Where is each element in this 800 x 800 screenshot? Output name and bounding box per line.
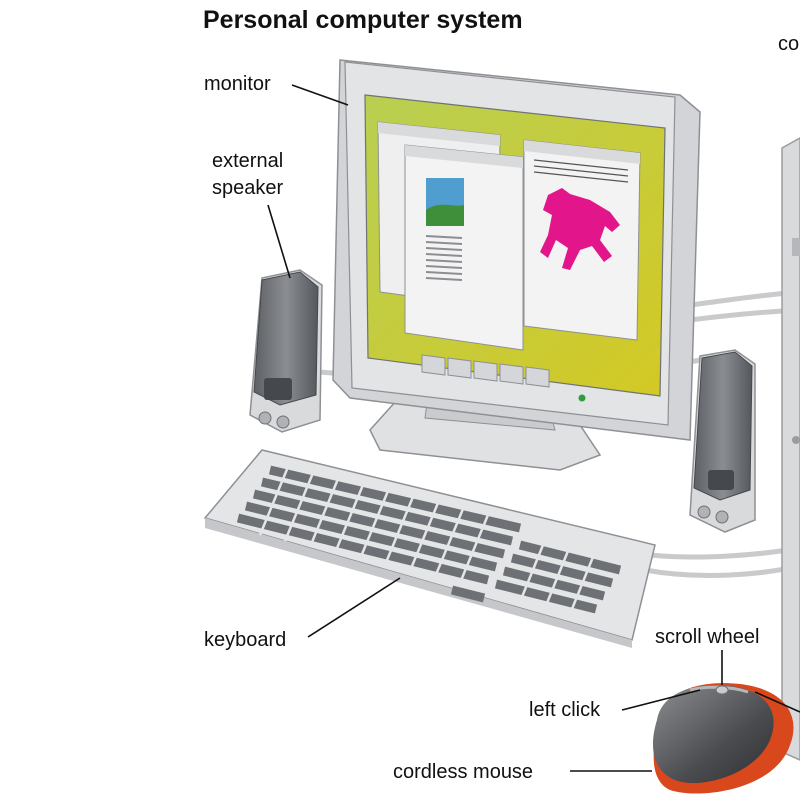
right-speaker (689, 349, 756, 533)
label-monitor: monitor (204, 73, 271, 95)
horse-image (540, 188, 620, 270)
label-cut-off: co (778, 33, 800, 55)
label-external: external (212, 150, 284, 172)
label-keyboard: keyboard (204, 629, 287, 651)
keyboard-illustration (203, 449, 656, 648)
computer-tower (781, 137, 800, 761)
left-speaker (249, 269, 323, 433)
leader-lines (267, 84, 800, 772)
mouse-illustration (652, 683, 794, 794)
label-scroll-wheel: scroll wheel (655, 626, 760, 648)
monitor (332, 59, 701, 441)
diagram-title: Personal computer system (203, 6, 523, 34)
label-speaker: speaker (212, 177, 284, 199)
label-left-click: left click (529, 699, 601, 721)
label-cordless-mouse: cordless mouse (393, 761, 534, 783)
